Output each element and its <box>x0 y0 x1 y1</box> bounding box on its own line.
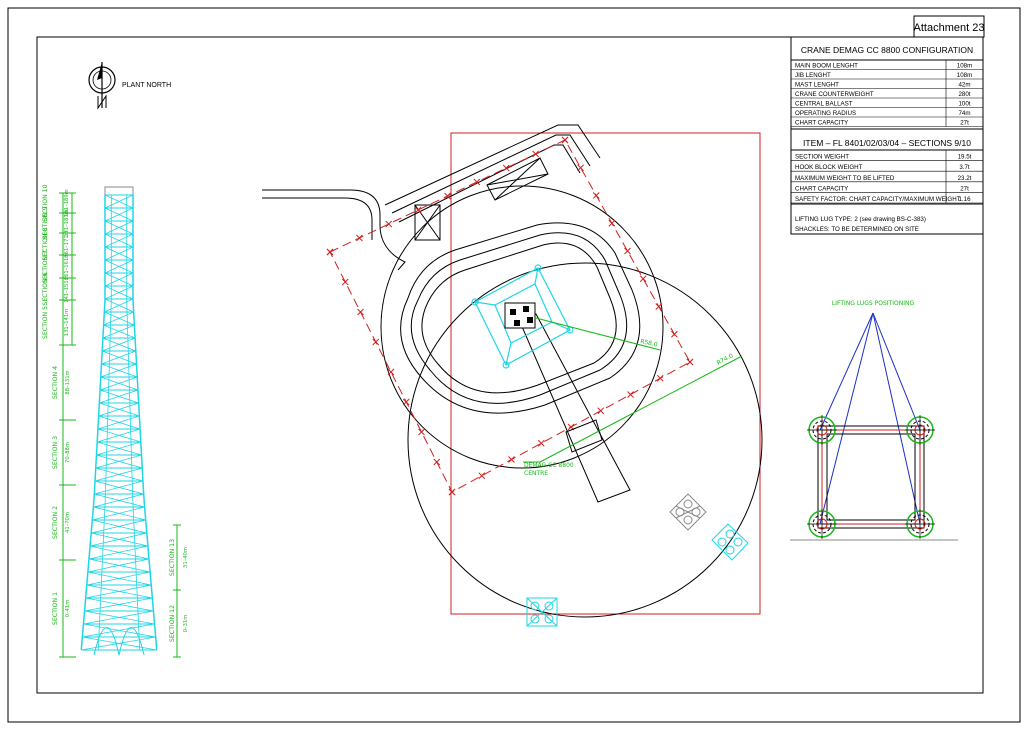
load-item-gray <box>669 493 707 531</box>
radius-circle-small <box>380 185 664 469</box>
lifting-zone <box>329 139 691 493</box>
section-range-label: 171–181m <box>64 209 70 236</box>
section-range-label: 41–70m <box>65 512 71 533</box>
section-name-label: SECTION 4 <box>52 366 59 399</box>
item-row-value: 19.5t <box>958 154 972 161</box>
shackles-note: SHACKLES: TO BE DETERMINED ON SITE <box>795 226 919 233</box>
lifting-lug-marker <box>905 509 935 539</box>
section-name-label: SECTION 9 <box>42 206 49 239</box>
lifting-lugs-detail: LIFTING LUGS POSITIONING <box>790 300 958 541</box>
section-range-label: 141–151m <box>64 275 70 302</box>
section-range-label: 161–171m <box>64 230 70 257</box>
spec-table: CRANE DEMAG CC 8800 CONFIGURATION MAIN B… <box>790 36 984 235</box>
access-road <box>262 124 601 271</box>
config-row-value: 108m <box>957 63 972 70</box>
section-range-label: 0–41m <box>65 600 71 618</box>
section-range-label: 131–141m <box>64 309 70 336</box>
section-name-label: SECTION 7 <box>42 250 49 283</box>
item-row-value: 27t <box>960 185 969 192</box>
site-plan: R58.0 R74.0 DEMAG CC 8800 CENTRE <box>262 124 763 627</box>
config-row-label: MAIN BOOM LENGHT <box>795 63 858 70</box>
section-name-label: SECTION 8 <box>42 227 49 260</box>
section-range-label: 88–131m <box>65 370 71 394</box>
config-row-value: 74m <box>958 110 970 117</box>
radius-label-58: R58.0 <box>640 338 659 349</box>
sheet-inner-border <box>36 36 984 694</box>
config-title: CRANE DEMAG CC 8800 CONFIGURATION <box>801 45 973 55</box>
config-row-label: OPERATING RADIUS <box>795 110 856 117</box>
crane-centre-label-1: DEMAG CC 8800 <box>524 462 574 469</box>
config-row-label: JIB LENGHT <box>795 72 831 79</box>
section-name-label: SECTION 5 <box>42 306 49 339</box>
north-label: PLANT NORTH <box>122 82 171 89</box>
config-row-label: CRANE COUNTERWEIGHT <box>795 91 874 98</box>
sling-lines <box>819 312 921 525</box>
lifting-lug-marker <box>905 415 935 445</box>
radius-line-58 <box>535 317 661 351</box>
lug-type-note: LIFTING LUG TYPE: 2 (see drawing BS-C-38… <box>795 216 926 223</box>
section-name-label: SECTION 10 <box>42 184 49 221</box>
section-name-label: SECTION 6 <box>42 272 49 305</box>
config-row-value: 100t <box>958 101 970 108</box>
attachment-label: Attachment 23 <box>914 22 985 34</box>
config-row-value: 280t <box>958 91 970 98</box>
lifting-lug-marker <box>807 509 837 539</box>
section-name-label: SECTION 13 <box>169 539 176 576</box>
tower-lattice <box>80 186 158 656</box>
item-row-label: HOOK BLOCK WEIGHT <box>795 164 863 171</box>
crane-center-blocks <box>504 302 536 329</box>
config-row-value: 42m <box>958 82 970 89</box>
radius-circle-large <box>407 262 763 618</box>
item-row-label: CHART CAPACITY <box>795 185 848 192</box>
section-name-label: SECTION 2 <box>52 506 59 539</box>
config-row-value: 27t <box>960 120 969 127</box>
section-range-label: 70–88m <box>65 442 71 463</box>
section-range-label: 31–40m <box>183 547 189 568</box>
crane-platform <box>400 222 641 414</box>
sheet-outer-border <box>7 7 1021 723</box>
attachment-box: Attachment 23 <box>913 15 985 38</box>
item-row-value: 1.16 <box>958 196 971 203</box>
item-row-value: 23.2t <box>958 175 972 182</box>
lug-positions <box>807 415 935 539</box>
section-name-label: SECTION 12 <box>169 605 176 642</box>
config-row-label: CENTRAL BALLAST <box>795 101 853 108</box>
config-row-label: CHART CAPACITY <box>795 120 848 127</box>
item-row-label: SAFETY FACTOR: CHART CAPACITY/MAXIMUM WE… <box>795 196 961 203</box>
plant-boundary <box>450 132 761 615</box>
item-title: ITEM – FL 8401/02/03/04 – SECTIONS 9/10 <box>803 138 971 148</box>
north-arrow-icon <box>88 62 116 110</box>
section-name-label: SECTION 3 <box>52 436 59 469</box>
lifting-lug-marker <box>807 415 837 445</box>
section-range-label: 0–31m <box>183 615 189 633</box>
crane-centre-label-2: CENTRE <box>524 470 548 477</box>
section-range-label: 181–189m <box>64 189 70 216</box>
lug-frame <box>790 425 958 541</box>
config-row-label: MAST LENGHT <box>795 82 839 89</box>
config-row-value: 108m <box>957 72 972 79</box>
load-item-cyan-2 <box>526 597 558 627</box>
radius-line-74 <box>539 355 743 463</box>
section-range-label: 151–161m <box>64 253 70 280</box>
lifting-zone-markers <box>326 136 694 496</box>
load-item-cyan-1 <box>711 523 749 561</box>
lugs-title: LIFTING LUGS POSITIONING <box>832 300 915 307</box>
item-row-value: 3.7t <box>959 164 970 171</box>
section-name-label: SECTION 1 <box>52 592 59 625</box>
item-row-label: MAXIMUM WEIGHT TO BE LIFTED <box>795 175 895 182</box>
item-row-label: SECTION WEIGHT <box>795 154 849 161</box>
